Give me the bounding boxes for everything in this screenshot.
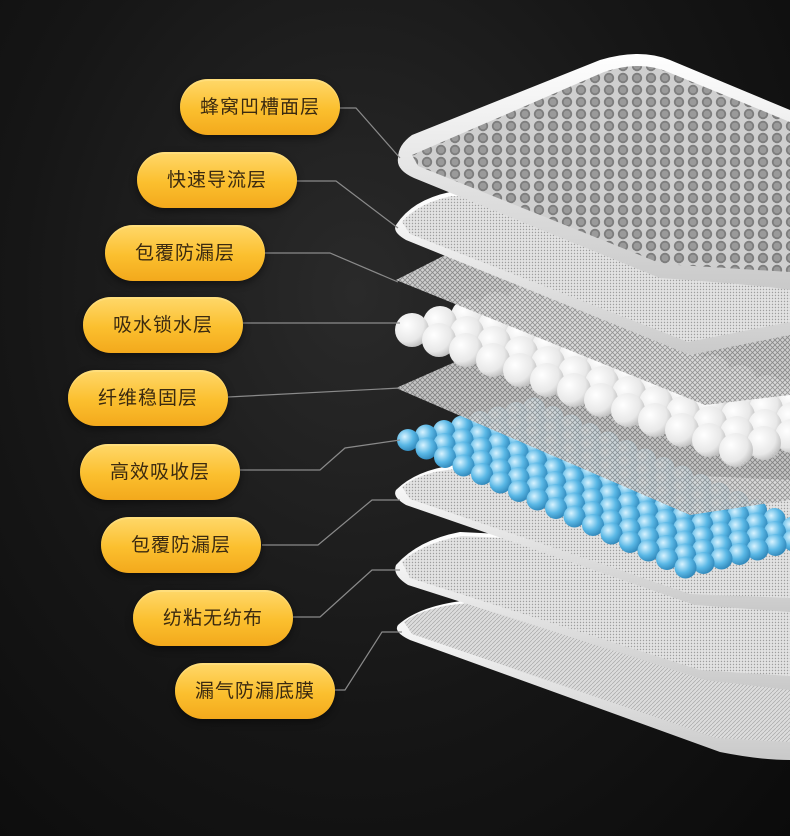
bead [611,393,645,427]
bead [692,423,726,457]
label-lock-water-layer: 吸水锁水层 [83,297,243,353]
bead [397,429,419,451]
bead [764,534,787,556]
bead [619,531,641,553]
bead [415,437,438,460]
bead [638,403,672,437]
label-wrap-layer-2: 包覆防漏层 [101,517,261,573]
bead [395,313,429,347]
bead [530,363,564,397]
leader-line-6 [240,439,401,471]
bead [503,353,537,387]
label-fiber-layer: 纤维稳固层 [68,370,228,426]
label-film-layer: 漏气防漏底膜 [175,663,335,719]
bead [434,446,456,468]
bead [637,539,660,562]
bead [557,373,591,407]
leader-line-5 [227,387,401,398]
leader-line-8 [293,569,400,618]
leader-line-3 [265,252,399,283]
leader-lines [227,107,402,691]
layer-honeycomb [397,54,790,290]
bead [476,343,510,377]
bead [728,543,751,565]
bead [452,454,475,477]
label-absorbent-layer: 高效吸收层 [80,444,240,500]
label-honeycomb-layer: 蜂窝凹槽面层 [180,79,340,135]
bead [508,480,530,502]
label-spunbond-layer: 纺粘无纺布 [133,590,293,646]
label-wrap-layer-1: 包覆防漏层 [105,225,265,281]
bead [656,548,678,570]
label-diversion-layer: 快速导流层 [137,152,297,208]
bead [674,556,697,579]
leader-line-9 [333,631,402,691]
leader-line-1 [338,107,401,159]
leader-line-2 [296,180,399,229]
bead [600,522,623,545]
bead [747,426,781,460]
bead [449,333,483,367]
bead [665,413,699,447]
bead [692,552,715,574]
bead [710,547,733,570]
bead [489,471,512,494]
bead [563,505,586,528]
leader-line-7 [262,499,400,546]
bead [746,538,769,561]
bead [471,463,493,485]
bead [545,497,567,519]
bead [584,383,618,417]
bead [526,488,549,511]
bead [582,514,604,536]
bead [719,433,753,467]
bead [422,323,456,357]
